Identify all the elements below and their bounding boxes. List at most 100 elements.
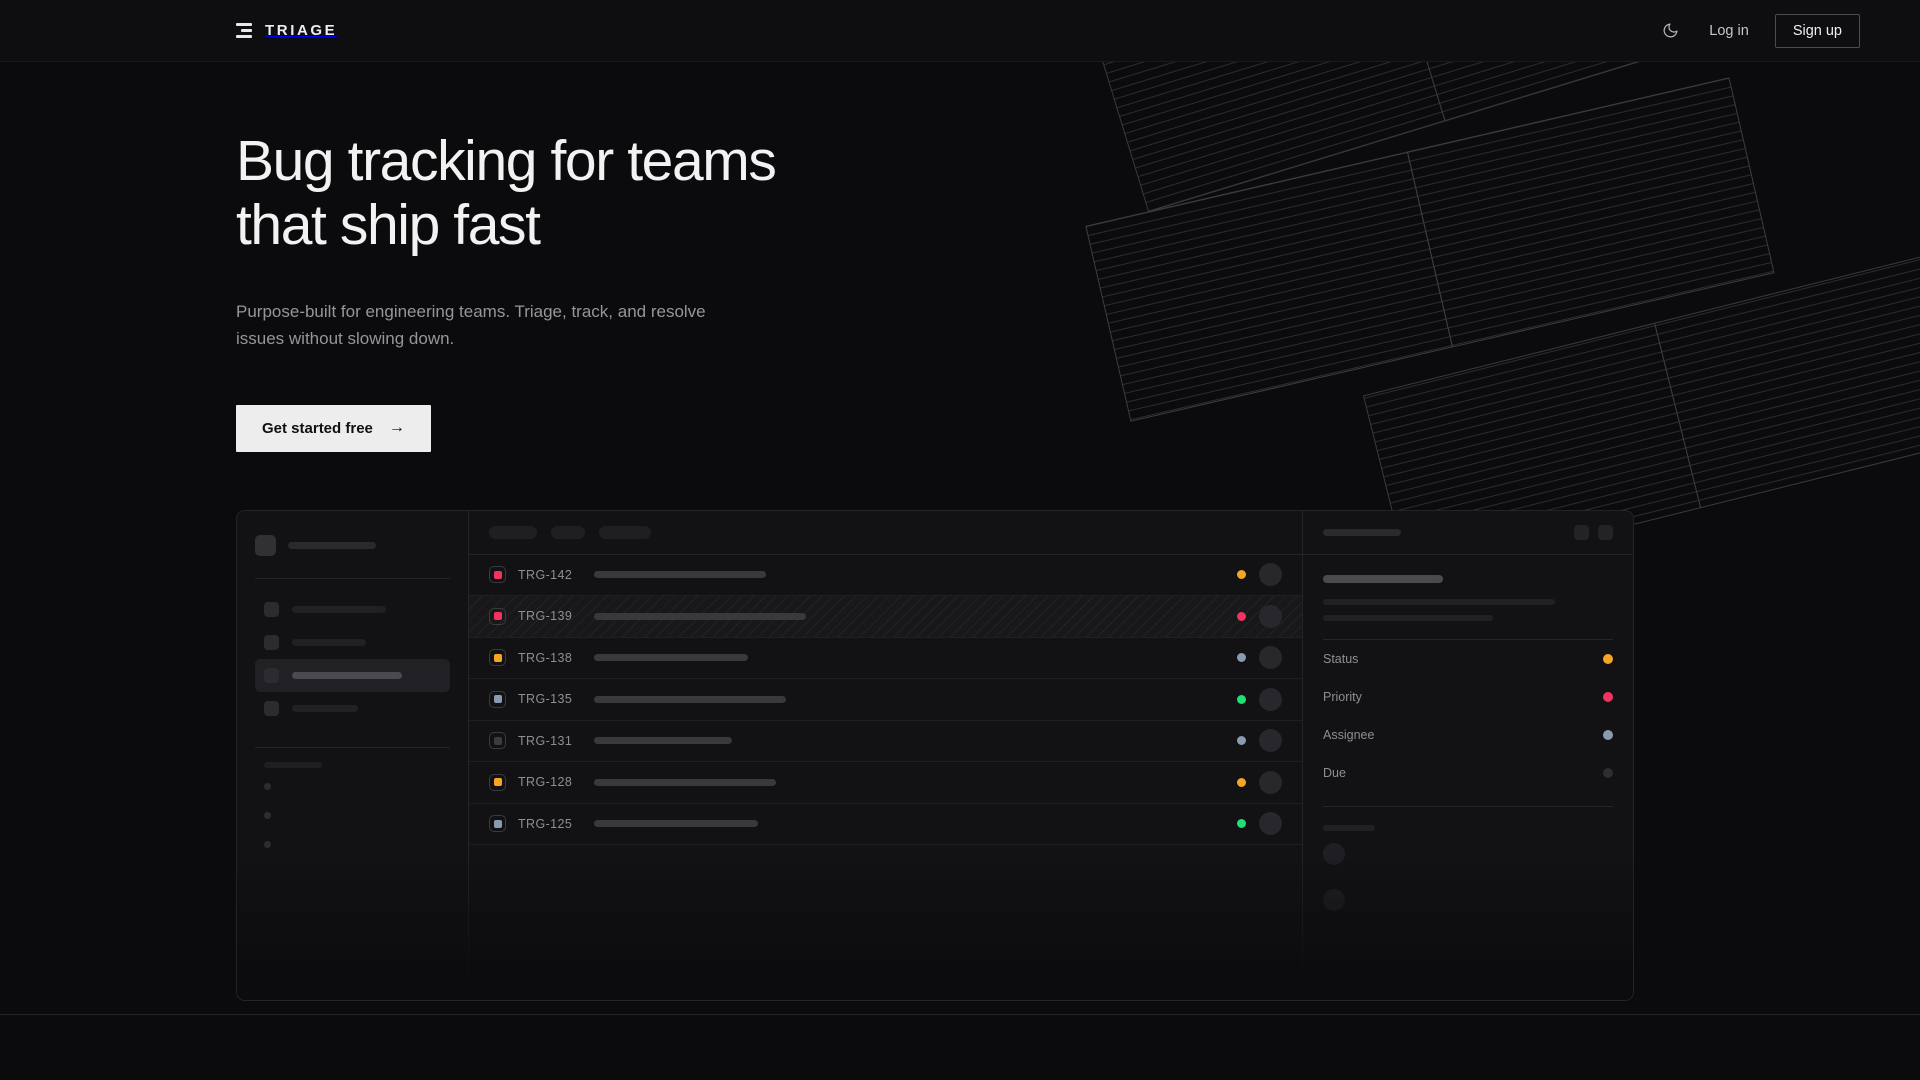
hero-subheading: Purpose-built for engineering teams. Tri… xyxy=(236,301,706,349)
sidebar-subitem-1[interactable] xyxy=(255,801,450,830)
issue-id: TRG-135 xyxy=(518,692,573,707)
table-row[interactable]: TRG-131 xyxy=(469,721,1302,763)
sidebar-item-3[interactable] xyxy=(255,692,450,725)
detail-comments-divider xyxy=(1323,805,1613,807)
table-row[interactable]: TRG-138 xyxy=(469,638,1302,680)
avatar xyxy=(1259,812,1282,836)
detail-title-placeholder xyxy=(1323,574,1443,583)
avatar xyxy=(1323,842,1345,865)
issue-title-placeholder xyxy=(594,778,776,786)
sidebar-section-label xyxy=(264,761,322,768)
sidebar-item-icon xyxy=(264,667,279,683)
sidebar-item-label xyxy=(292,638,366,646)
app-sidebar xyxy=(237,510,469,1000)
detail-header-title-placeholder xyxy=(1323,528,1401,536)
moon-icon[interactable] xyxy=(1657,18,1683,44)
detail-header-actions xyxy=(1574,524,1613,540)
sidebar-item-1[interactable] xyxy=(255,626,450,659)
avatar xyxy=(1259,563,1282,587)
status-badge xyxy=(1237,736,1246,746)
description-line-0 xyxy=(1323,598,1555,605)
issue-id: TRG-131 xyxy=(518,733,573,748)
table-row[interactable]: TRG-128 xyxy=(469,762,1302,804)
login-link[interactable]: Log in xyxy=(1709,22,1749,39)
status-badge xyxy=(1237,611,1246,621)
filter-chip-2[interactable] xyxy=(599,525,651,539)
meta-value-dot xyxy=(1603,691,1613,702)
meta-value-dot xyxy=(1603,767,1613,778)
avatar xyxy=(1259,646,1282,670)
sidebar-subitem-0[interactable] xyxy=(255,772,450,801)
brand-name: TRIAGE xyxy=(265,22,338,39)
signup-button[interactable]: Sign up xyxy=(1774,13,1860,48)
meta-row-assignee[interactable]: Assignee xyxy=(1323,716,1613,754)
description-line-1 xyxy=(1323,614,1493,621)
workspace-avatar xyxy=(255,534,276,556)
archive-icon[interactable] xyxy=(1574,524,1589,540)
comments-label-placeholder xyxy=(1323,824,1375,831)
priority-badge xyxy=(489,773,506,791)
table-row[interactable]: TRG-139 xyxy=(469,596,1302,638)
issue-id: TRG-125 xyxy=(518,816,573,831)
priority-badge xyxy=(489,649,506,667)
detail-description-placeholder xyxy=(1323,598,1613,621)
sidebar-sublist xyxy=(255,772,450,859)
top-navigation: TRIAGE Log in Sign up xyxy=(0,0,1920,62)
sidebar-item-label xyxy=(292,605,386,613)
sidebar-item-2[interactable] xyxy=(255,658,450,692)
arrow-right-icon: → xyxy=(388,419,405,437)
table-row[interactable]: TRG-142 xyxy=(469,555,1302,597)
sidebar-item-icon xyxy=(264,601,279,617)
meta-row-status[interactable]: Status xyxy=(1323,640,1613,678)
row-meta xyxy=(1237,563,1282,587)
status-badge xyxy=(1237,777,1246,787)
status-badge xyxy=(1237,570,1246,580)
headline-line-1: Bug tracking for teams xyxy=(236,129,777,193)
get-started-button[interactable]: Get started free → xyxy=(236,404,431,452)
row-meta xyxy=(1237,687,1282,711)
priority-badge xyxy=(489,566,506,584)
brand-logo-link[interactable]: TRIAGE xyxy=(236,22,337,39)
status-badge xyxy=(1237,694,1246,704)
status-badge xyxy=(1237,653,1246,663)
avatar xyxy=(1259,770,1282,794)
sidebar-item-0[interactable] xyxy=(255,593,450,626)
meta-row-due[interactable]: Due xyxy=(1323,754,1613,792)
sidebar-subitem-dot xyxy=(264,782,271,790)
issue-title-placeholder xyxy=(594,612,806,620)
issue-title-placeholder xyxy=(594,654,748,662)
priority-badge xyxy=(489,815,506,833)
meta-label: Due xyxy=(1323,765,1346,780)
sidebar-subitem-2[interactable] xyxy=(255,830,450,859)
row-meta xyxy=(1237,729,1282,753)
more-icon[interactable] xyxy=(1598,524,1613,540)
status-badge xyxy=(1237,819,1246,829)
workspace-switcher[interactable] xyxy=(255,529,450,556)
comment-item-1 xyxy=(1323,877,1613,923)
sidebar-item-label xyxy=(292,671,402,679)
meta-value-dot xyxy=(1603,653,1613,664)
sidebar-item-icon xyxy=(264,634,279,650)
table-row[interactable]: TRG-125 xyxy=(469,804,1302,846)
workspace-name-placeholder xyxy=(288,541,376,549)
avatar xyxy=(1323,888,1345,911)
sidebar-subitem-dot xyxy=(264,811,271,819)
avatar xyxy=(1259,729,1282,753)
meta-row-priority[interactable]: Priority xyxy=(1323,678,1613,716)
row-meta xyxy=(1237,770,1282,794)
avatar xyxy=(1259,604,1282,628)
issue-title-placeholder xyxy=(594,737,732,745)
filter-chip-1[interactable] xyxy=(551,525,585,539)
comment-item-0 xyxy=(1323,831,1613,877)
filter-chip-0[interactable] xyxy=(489,525,537,539)
detail-header xyxy=(1303,511,1633,555)
table-row[interactable]: TRG-135 xyxy=(469,679,1302,721)
meta-label: Status xyxy=(1323,651,1359,666)
list-filter-toolbar xyxy=(469,511,1302,555)
